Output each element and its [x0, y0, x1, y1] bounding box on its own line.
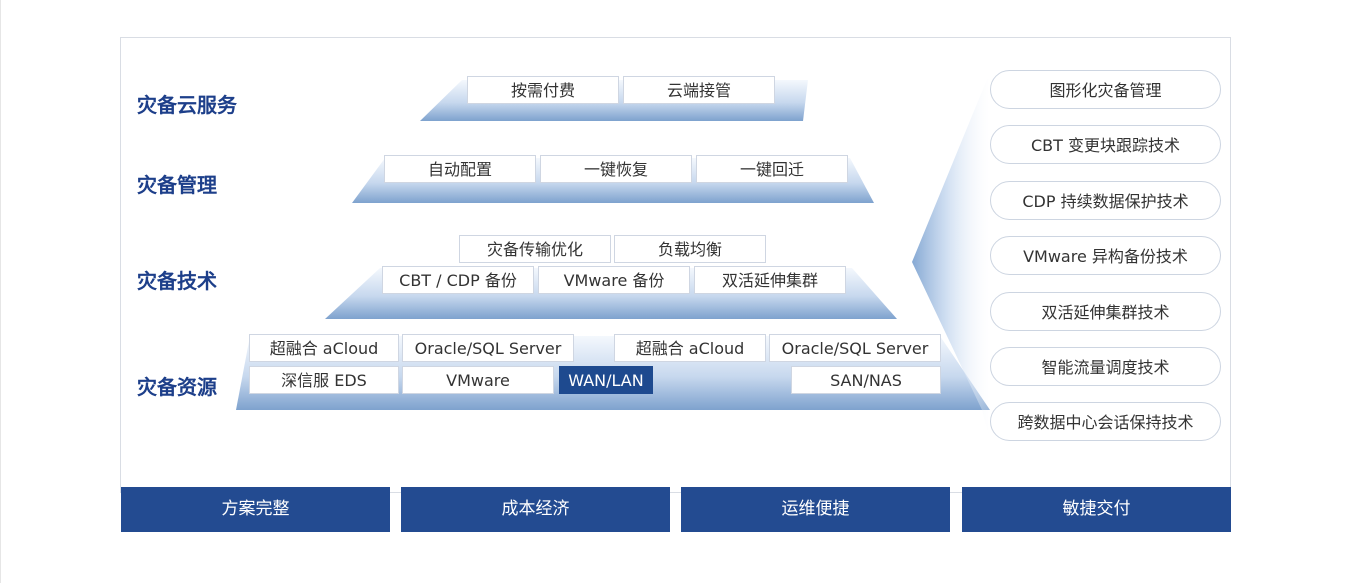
feature-box-auto-config: 自动配置: [384, 155, 536, 183]
feature-box-pay-on-demand: 按需付费: [467, 76, 619, 104]
feature-box-active-active-cluster: 双活延伸集群: [694, 266, 846, 294]
resource-box-aCloud-1: 超融合 aCloud: [249, 334, 399, 362]
tech-pill-session-persistence: 跨数据中心会话保持技术: [990, 402, 1221, 441]
resource-box-san-nas: SAN/NAS: [791, 366, 941, 394]
feature-box-vmware-backup: VMware 备份: [538, 266, 690, 294]
resource-box-wan-lan: WAN/LAN: [559, 366, 653, 394]
tech-pill-traffic-scheduling: 智能流量调度技术: [990, 347, 1221, 386]
resource-box-vmware: VMware: [402, 366, 554, 394]
bottom-bar-cost-effective: 成本经济: [401, 487, 670, 532]
bottom-bar-easy-operation: 运维便捷: [681, 487, 950, 532]
resource-box-aCloud-2: 超融合 aCloud: [614, 334, 766, 362]
bottom-bar-agile-delivery: 敏捷交付: [962, 487, 1231, 532]
resource-box-oracle-sql-1: Oracle/SQL Server: [402, 334, 574, 362]
bottom-bar-complete-solution: 方案完整: [121, 487, 390, 532]
tech-pill-active-active-cluster: 双活延伸集群技术: [990, 292, 1221, 331]
feature-box-transfer-optimization: 灾备传输优化: [459, 235, 611, 263]
resource-box-eds: 深信服 EDS: [249, 366, 399, 394]
resource-box-oracle-sql-2: Oracle/SQL Server: [769, 334, 941, 362]
tech-pill-vmware-heterogeneous: VMware 异构备份技术: [990, 236, 1221, 275]
feature-box-one-click-migrate-back: 一键回迁: [696, 155, 848, 183]
feature-box-cloud-takeover: 云端接管: [623, 76, 775, 104]
layer-label-technology: 灾备技术: [137, 269, 217, 293]
feature-box-cbt-cdp-backup: CBT / CDP 备份: [382, 266, 534, 294]
layer-label-resources: 灾备资源: [137, 375, 217, 399]
feature-box-load-balancing: 负载均衡: [614, 235, 766, 263]
page-edge-line: [0, 0, 1, 583]
feature-box-one-click-restore: 一键恢复: [540, 155, 692, 183]
tech-pill-graphical-management: 图形化灾备管理: [990, 70, 1221, 109]
tech-pill-cbt: CBT 变更块跟踪技术: [990, 125, 1221, 164]
layer-label-cloud-service: 灾备云服务: [137, 93, 237, 117]
layer-label-management: 灾备管理: [137, 173, 217, 197]
tech-pill-cdp: CDP 持续数据保护技术: [990, 181, 1221, 220]
